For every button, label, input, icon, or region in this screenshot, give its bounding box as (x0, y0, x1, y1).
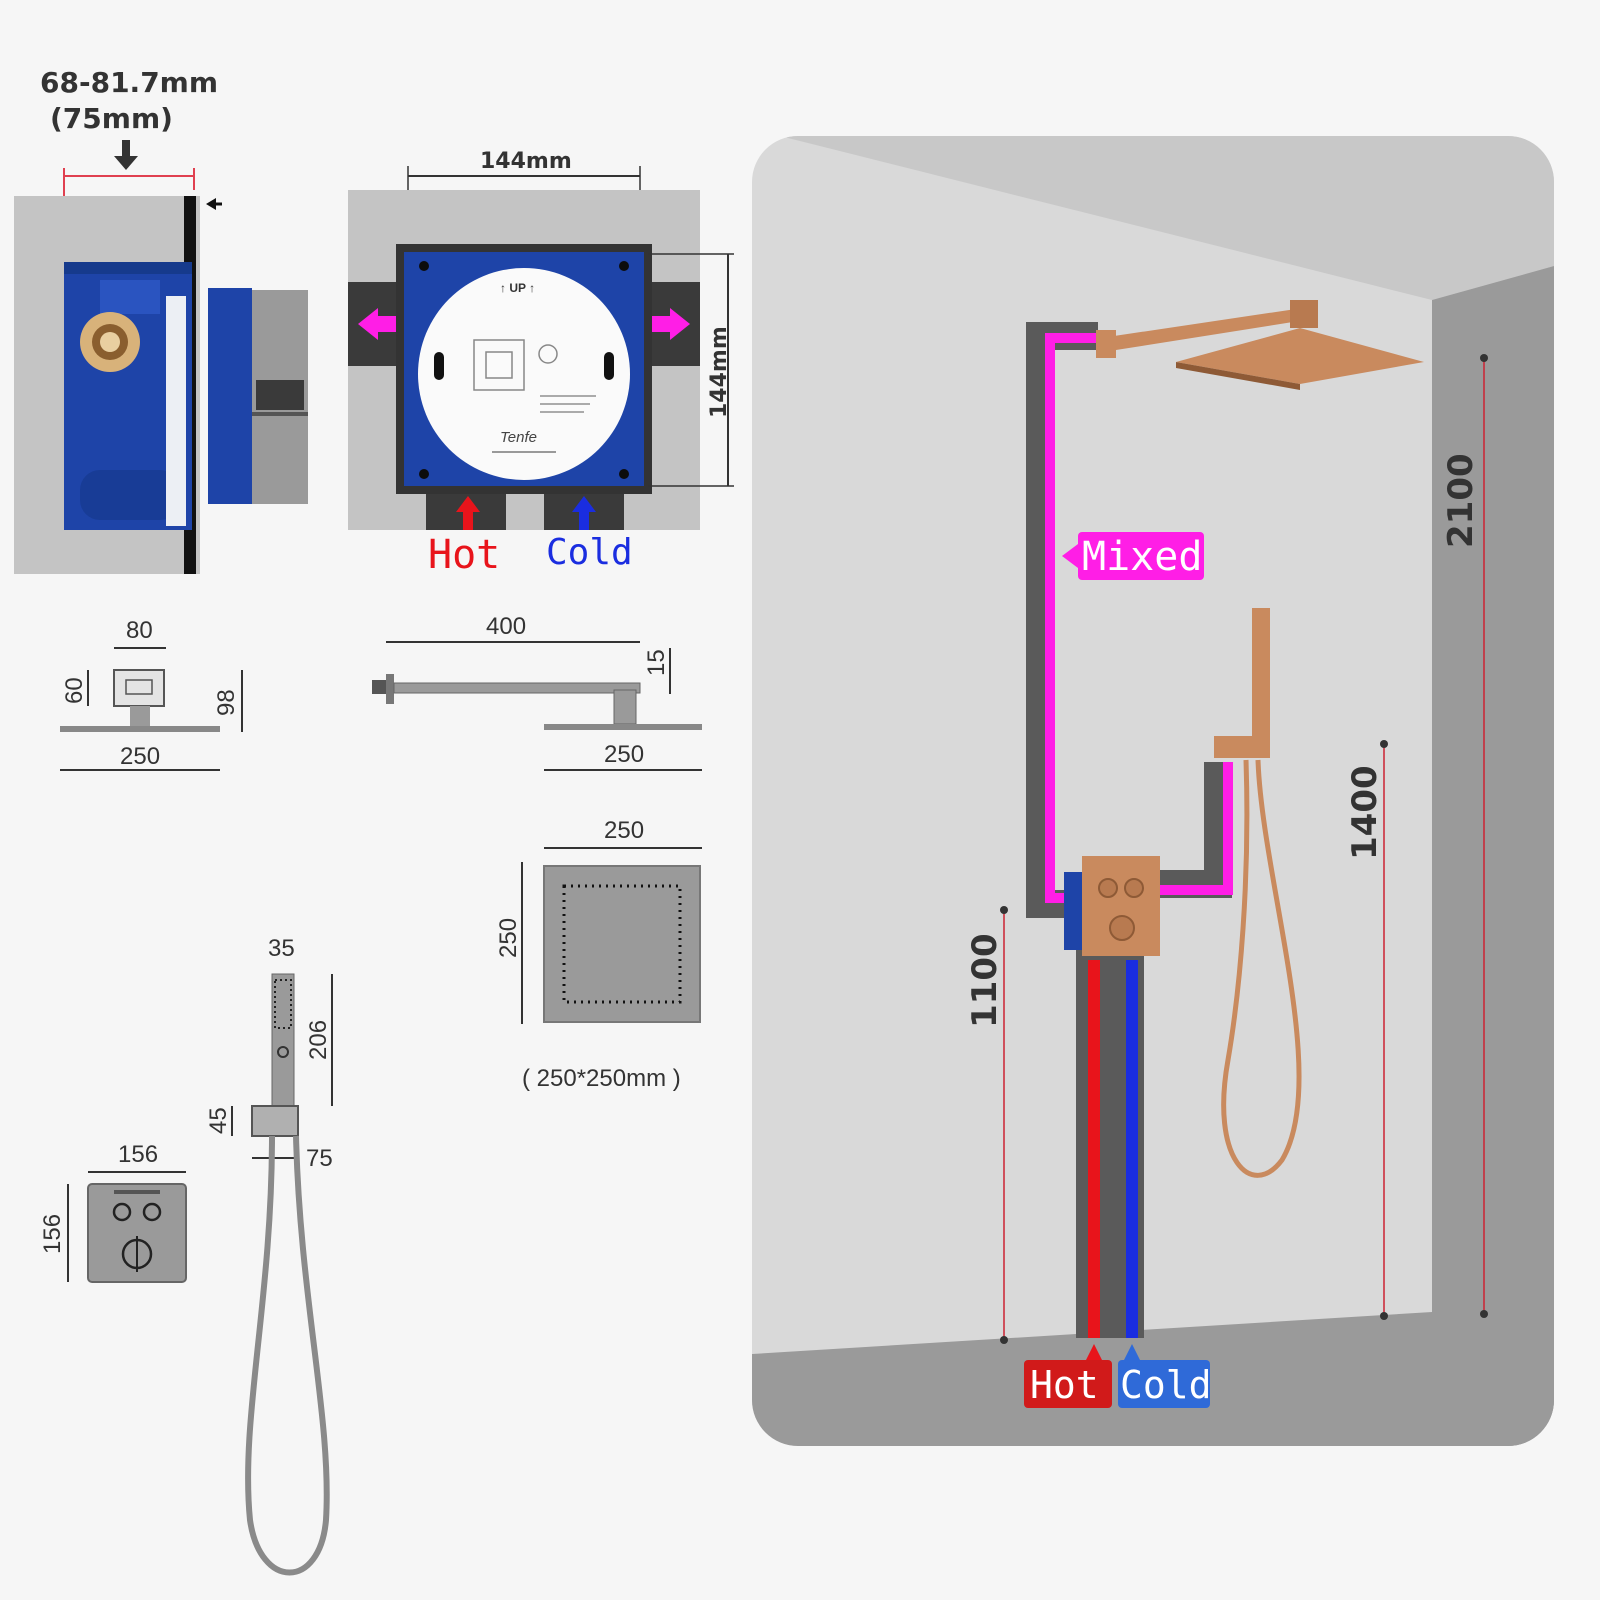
rain-head-top-view: 250 250 ( 250*250mm ) (495, 817, 702, 1092)
mixer-valve (1082, 856, 1160, 956)
side-wall (1432, 266, 1554, 1446)
up-label: ↑ UP ↑ (500, 281, 535, 295)
install-box-front-view: 144mm ↑ UP ↑ Tenfe (348, 149, 734, 578)
right-arrow-icon (648, 308, 690, 340)
total-height-dim: 98 (213, 689, 240, 716)
down-arrow-icon (114, 140, 138, 170)
top-width-dim: 250 (604, 817, 644, 844)
ceiling (780, 136, 1554, 300)
left-arrow-icon (358, 308, 400, 340)
head-height-dim: 2100 (1441, 453, 1481, 548)
arm-height-dim: 60 (61, 677, 88, 704)
cold-pipe (1126, 960, 1138, 1338)
mixed-pipe-hand (1150, 762, 1233, 895)
install-box-side-view: 68-81.7mm (75mm) (14, 66, 308, 574)
mixed-label: Mixed (1082, 534, 1202, 580)
size-caption: ( 250*250mm ) (522, 1065, 681, 1092)
valve-plate (87, 1183, 187, 1283)
hot-label: Hot (428, 532, 500, 578)
hand-height-dim: 1400 (1345, 765, 1385, 860)
depth-nominal-label: (75mm) (50, 102, 173, 135)
hose (1221, 759, 1302, 1178)
valve-plate-view: 156 156 (39, 1141, 187, 1283)
depth-label: 68-81.7mm (40, 66, 218, 99)
hand-shower-view: 35 206 45 75 (205, 935, 333, 1576)
up-arrow-icon (456, 496, 480, 530)
cold-label: Cold (546, 532, 633, 573)
brand-label: Tenfe (500, 429, 537, 446)
plate-width-dim: 156 (118, 1141, 158, 1168)
hand-width-dim: 35 (268, 935, 295, 962)
width-label: 144mm (480, 149, 572, 174)
holder-depth-dim: 75 (306, 1145, 333, 1172)
hand-shower-holder (1214, 736, 1270, 758)
cold-label: Cold (1120, 1363, 1212, 1407)
left-arrow-icon (206, 198, 216, 210)
installation-scene: Mixed 1100 1400 2100 Hot Cold (752, 136, 1554, 1446)
top-depth-dim: 250 (495, 918, 522, 958)
head-width-dim: 250 (120, 743, 160, 770)
hot-pipe (1088, 960, 1100, 1338)
hand-length-dim: 206 (305, 1020, 332, 1060)
hand-shower (1252, 608, 1270, 748)
hot-label: Hot (1030, 1363, 1099, 1407)
arm-head-width-dim: 250 (604, 741, 644, 768)
hot-badge (1024, 1360, 1112, 1408)
mixed-badge (1078, 532, 1204, 580)
rain-shower-head (1176, 328, 1424, 384)
plate-height-dim: 156 (39, 1214, 66, 1254)
up-arrow-icon (572, 496, 596, 530)
height-label: 144mm (707, 326, 732, 418)
arm-length-dim: 400 (486, 613, 526, 640)
arm-width-dim: 80 (126, 617, 153, 644)
rain-head-side-view: 80 60 98 250 (60, 617, 243, 771)
valve-height-dim: 1100 (965, 933, 1005, 1028)
holder-height-dim: 45 (205, 1107, 232, 1134)
wall (752, 136, 1554, 1446)
cold-badge (1118, 1360, 1210, 1408)
hose (245, 1135, 330, 1576)
drop-dim: 15 (643, 649, 670, 676)
shower-arm (1114, 306, 1318, 350)
shower-arm-side-view: 400 15 250 (372, 613, 702, 771)
